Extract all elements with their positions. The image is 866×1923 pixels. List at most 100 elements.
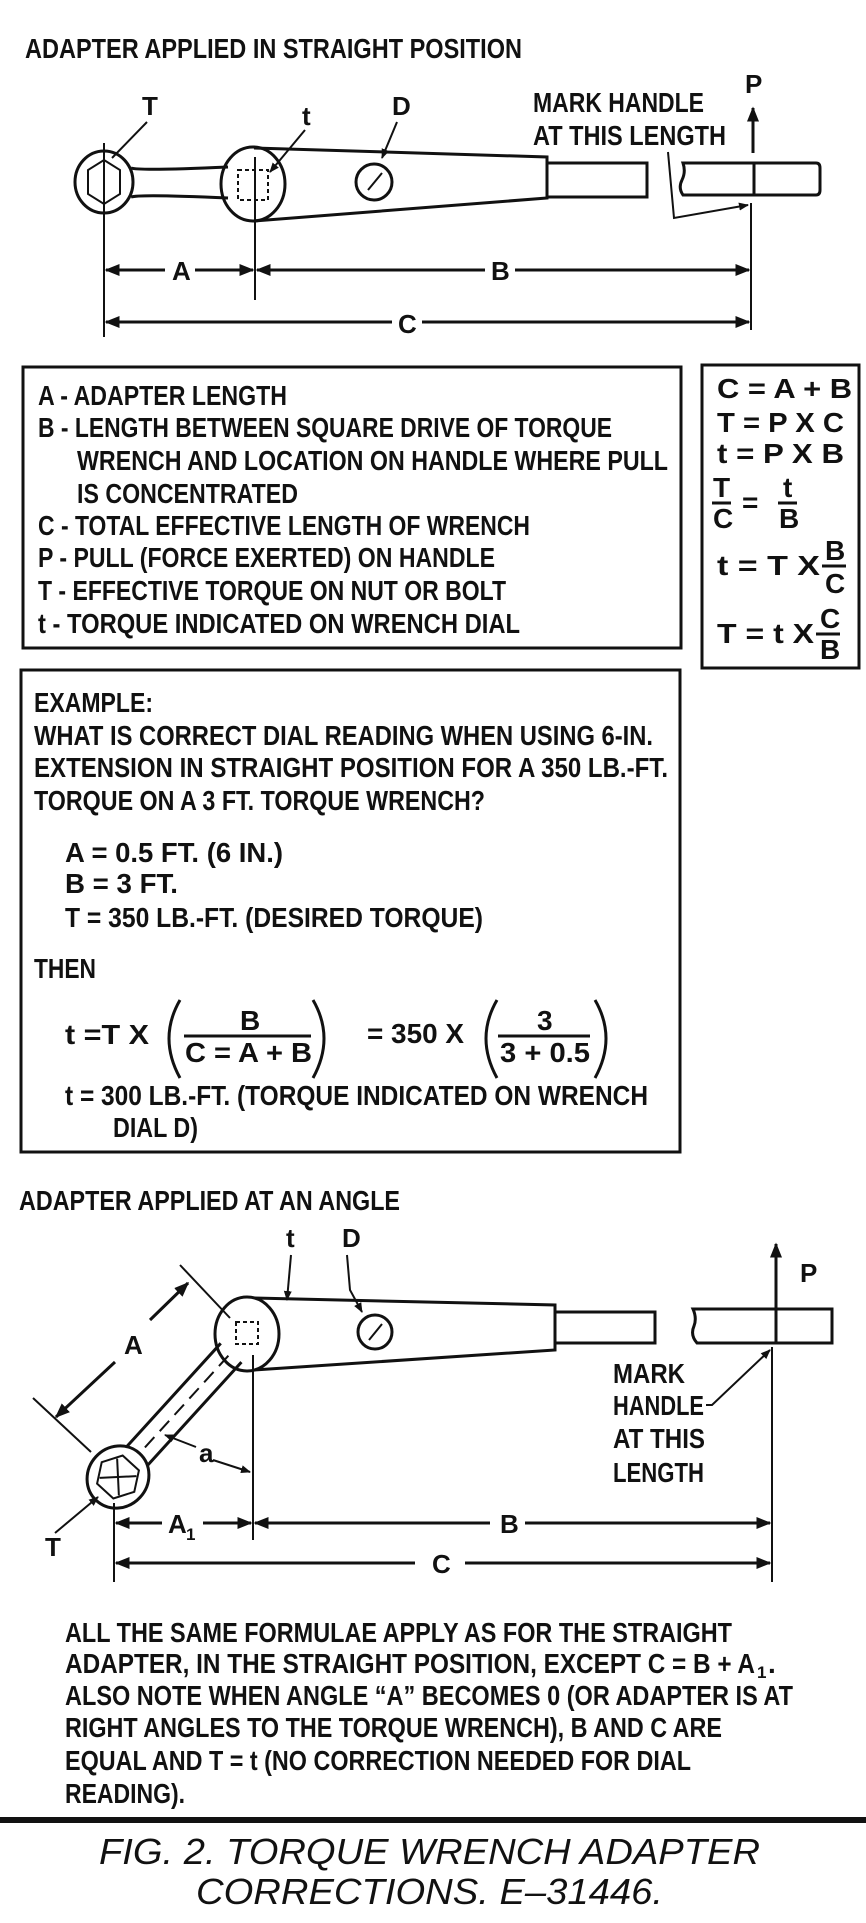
svg-text:B: B	[779, 503, 799, 534]
adapter-bar	[130, 165, 229, 200]
legend-line: IS CONCENTRATED	[77, 478, 298, 509]
svg-text:= 350 X: = 350 X	[367, 1018, 464, 1049]
dim-A1-label: A	[168, 1509, 187, 1539]
example-box: EXAMPLE: WHAT IS CORRECT DIAL READING WH…	[19, 668, 682, 1154]
formula-box: C = A + B T = P X C t = P X B T C = t B …	[700, 363, 861, 670]
example-then: THEN	[34, 953, 96, 984]
square-drive-icon	[235, 1321, 259, 1345]
dial-gauge-icon	[354, 162, 394, 202]
dim-C-label: C	[398, 309, 417, 339]
note-line-subscript: 1	[757, 1663, 766, 1682]
mark-handle-label-line: AT THIS	[613, 1423, 705, 1454]
note-line: ALSO NOTE WHEN ANGLE “A” BECOMES 0 (OR A…	[65, 1680, 793, 1711]
svg-text:B: B	[240, 1005, 260, 1036]
mark-handle-leader	[706, 1349, 771, 1406]
example-question-line: TORQUE ON A 3 FT. TORQUE WRENCH?	[34, 785, 485, 816]
legend-box: A - ADAPTER LENGTH B - LENGTH BETWEEN SQ…	[21, 365, 683, 650]
svg-text:C: C	[825, 568, 845, 599]
svg-text:T = t X: T = t X	[717, 618, 814, 649]
label-T: T	[45, 1532, 61, 1562]
label-D: D	[342, 1223, 361, 1253]
note-line: ALL THE SAME FORMULAE APPLY AS FOR THE S…	[65, 1617, 732, 1648]
example-result-line: DIAL D)	[113, 1112, 198, 1143]
dim-C-label: C	[432, 1549, 451, 1579]
wrench-handle-left	[545, 161, 649, 199]
svg-text:t =T X: t =T X	[65, 1019, 149, 1050]
svg-text:3 + 0.5: 3 + 0.5	[500, 1037, 590, 1068]
legend-line: t - TORQUE INDICATED ON WRENCH DIAL	[38, 608, 520, 639]
example-question-line: EXTENSION IN STRAIGHT POSITION FOR A 350…	[34, 752, 668, 783]
wrench-body	[253, 146, 549, 223]
mark-handle-leader	[667, 151, 749, 220]
angle-position-diagram: ADAPTER APPLIED AT AN ANGLE t D P	[19, 1185, 834, 1582]
note-line: EQUAL AND T = t (NO CORRECTION NEEDED FO…	[65, 1745, 691, 1776]
dim-A-label: A	[124, 1330, 143, 1360]
formula-1: C = A + B	[717, 373, 852, 404]
mark-handle-label-line: LENGTH	[613, 1457, 704, 1488]
label-t: t	[302, 101, 311, 131]
note-line: READING).	[65, 1778, 185, 1809]
label-P: P	[800, 1258, 817, 1288]
label-T: T	[142, 91, 158, 121]
dim-B-label: B	[491, 256, 510, 286]
formula-3: t = P X B	[717, 438, 844, 469]
mark-handle-label-line: HANDLE	[613, 1390, 704, 1421]
wrench-square-drive-head	[219, 145, 287, 223]
formula-6: T = t X C B	[717, 603, 840, 665]
example-heading: EXAMPLE:	[34, 687, 153, 718]
adapter-head-icon	[85, 1444, 151, 1510]
angle-note: ALL THE SAME FORMULAE APPLY AS FOR THE S…	[65, 1617, 793, 1809]
label-P: P	[745, 69, 762, 99]
svg-text:T: T	[713, 472, 730, 503]
example-question-line: WHAT IS CORRECT DIAL READING WHEN USING …	[34, 720, 653, 751]
svg-text:3: 3	[537, 1005, 553, 1036]
note-line-end: .	[768, 1648, 776, 1679]
wrench-handle-left	[553, 1310, 657, 1345]
svg-text:B: B	[820, 634, 840, 665]
legend-line: B - LENGTH BETWEEN SQUARE DRIVE OF TORQU…	[38, 412, 612, 443]
wrench-square-drive-head	[213, 1295, 281, 1373]
straight-position-diagram: ADAPTER APPLIED IN STRAIGHT POSITION T t…	[25, 33, 822, 339]
wrench-handle-right	[678, 161, 822, 197]
dim-B-label: B	[500, 1509, 519, 1539]
figure-caption-line1: FIG. 2. TORQUE WRENCH ADAPTER	[99, 1831, 760, 1872]
caption-divider	[0, 1817, 866, 1823]
legend-line: T - EFFECTIVE TORQUE ON NUT OR BOLT	[38, 575, 506, 606]
legend-line: WRENCH AND LOCATION ON HANDLE WHERE PULL	[77, 445, 668, 476]
legend-line: P - PULL (FORCE EXERTED) ON HANDLE	[38, 542, 495, 573]
svg-text:C: C	[713, 503, 733, 534]
svg-text:C = A + B: C = A + B	[185, 1037, 312, 1068]
note-line: ADAPTER, IN THE STRAIGHT POSITION, EXCEP…	[65, 1648, 755, 1679]
figure-caption-line2: CORRECTIONS. E–31446.	[196, 1871, 663, 1912]
mark-handle-label-line2: AT THIS LENGTH	[533, 120, 726, 151]
wrench-body	[253, 1296, 557, 1372]
svg-text:C: C	[820, 603, 840, 634]
svg-text:B: B	[825, 535, 845, 566]
example-given: B = 3 FT.	[65, 868, 178, 899]
example-given: A = 0.5 FT. (6 IN.)	[65, 837, 283, 868]
wrench-handle-right	[690, 1307, 834, 1345]
svg-text:t = T X: t = T X	[717, 550, 820, 581]
label-a: a	[199, 1438, 214, 1468]
example-given: T = 350 LB.-FT. (DESIRED TORQUE)	[65, 902, 483, 933]
section-title-angle: ADAPTER APPLIED AT AN ANGLE	[19, 1185, 400, 1216]
mark-handle-label-line1: MARK HANDLE	[533, 87, 704, 118]
formula-5: t = T X B C	[717, 535, 846, 599]
label-t: t	[286, 1223, 295, 1253]
mark-handle-label-line: MARK	[613, 1358, 685, 1389]
svg-text:=: =	[742, 487, 758, 518]
svg-text:t: t	[783, 472, 792, 503]
example-result-line: t = 300 LB.-FT. (TORQUE INDICATED ON WRE…	[65, 1080, 648, 1111]
legend-line: C - TOTAL EFFECTIVE LENGTH OF WRENCH	[38, 510, 530, 541]
dial-gauge-icon	[356, 1313, 394, 1351]
note-line: RIGHT ANGLES TO THE TORQUE WRENCH), B AN…	[65, 1712, 722, 1743]
section-title-straight: ADAPTER APPLIED IN STRAIGHT POSITION	[25, 33, 522, 64]
formula-4: T C = t B	[712, 472, 799, 534]
square-drive-icon	[237, 169, 269, 201]
legend-line: A - ADAPTER LENGTH	[38, 380, 287, 411]
example-formula: t =T X B C = A + B = 350 X 3 3 + 0.5	[65, 999, 608, 1079]
dim-A1-subscript: 1	[186, 1525, 195, 1544]
label-D: D	[392, 91, 411, 121]
formula-2: T = P X C	[717, 407, 844, 438]
